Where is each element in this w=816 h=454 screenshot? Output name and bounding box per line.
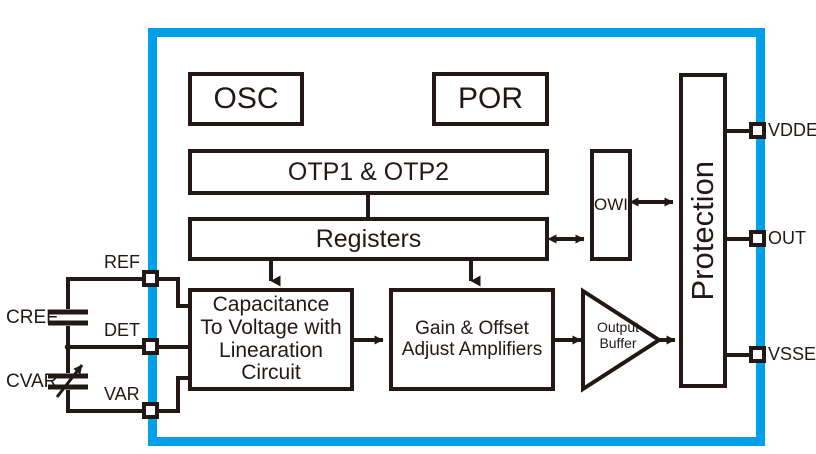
block-osc-label: OSC bbox=[213, 81, 279, 115]
wire-cvar-to-var bbox=[66, 390, 150, 413]
block-capacitance-to-voltage[interactable]: Capacitance To Voltage with Linearation … bbox=[188, 288, 354, 391]
block-otp-label: OTP1 & OTP2 bbox=[287, 157, 450, 186]
block-output-buffer[interactable]: Output Buffer bbox=[588, 319, 648, 351]
block-registers[interactable]: Registers bbox=[188, 217, 549, 261]
block-protection[interactable]: Protection bbox=[679, 73, 727, 388]
c2v-label-line3: Linearation bbox=[219, 338, 323, 362]
c2v-label-line4: Circuit bbox=[241, 361, 301, 385]
gain-label-line1: Gain & Offset bbox=[415, 317, 529, 339]
pin-label-ref: REF bbox=[104, 252, 140, 272]
pin-pad-det[interactable] bbox=[142, 338, 159, 355]
pin-label-vsse: VSSE bbox=[768, 344, 816, 364]
wire-var-to-c2v bbox=[159, 376, 188, 413]
component-label-cvar: CVAR bbox=[6, 371, 58, 392]
pin-label-det: DET bbox=[104, 320, 140, 340]
det-node-junction bbox=[64, 343, 72, 351]
cvar-variable-arrow bbox=[55, 364, 84, 398]
output-buffer-triangle bbox=[581, 287, 663, 393]
c2v-label-line1: Capacitance bbox=[212, 293, 330, 317]
c2v-label-line2: To Voltage with bbox=[200, 315, 342, 339]
gain-label-line2: Adjust Amplifiers bbox=[401, 338, 543, 360]
block-gain-offset-amplifiers[interactable]: Gain & Offset Adjust Amplifiers bbox=[389, 288, 555, 391]
block-owi[interactable]: OWI bbox=[590, 149, 632, 261]
block-por-label: POR bbox=[457, 81, 523, 115]
pin-pad-out[interactable] bbox=[749, 230, 766, 247]
block-osc[interactable]: OSC bbox=[188, 72, 304, 126]
component-label-cref: CREF bbox=[6, 307, 58, 328]
block-por[interactable]: POR bbox=[432, 72, 549, 126]
block-owi-label: OWI bbox=[594, 194, 628, 214]
pin-pad-ref[interactable] bbox=[142, 270, 159, 287]
wire-ref-external bbox=[66, 277, 150, 309]
pin-pad-vdde[interactable] bbox=[749, 122, 766, 139]
pin-label-out: OUT bbox=[768, 228, 806, 248]
pin-label-vdde: VDDE bbox=[768, 120, 816, 140]
block-protection-label: Protection bbox=[685, 160, 721, 301]
pin-pad-vsse[interactable] bbox=[749, 346, 766, 363]
output-buffer-label-line1: Output bbox=[596, 319, 640, 335]
pin-pad-var[interactable] bbox=[142, 402, 159, 419]
pin-label-var: VAR bbox=[104, 384, 140, 404]
output-buffer-label-line2: Buffer bbox=[599, 334, 637, 351]
block-registers-label: Registers bbox=[315, 224, 422, 253]
wire-ref-to-c2v bbox=[159, 277, 188, 308]
block-otp[interactable]: OTP1 & OTP2 bbox=[188, 149, 549, 195]
